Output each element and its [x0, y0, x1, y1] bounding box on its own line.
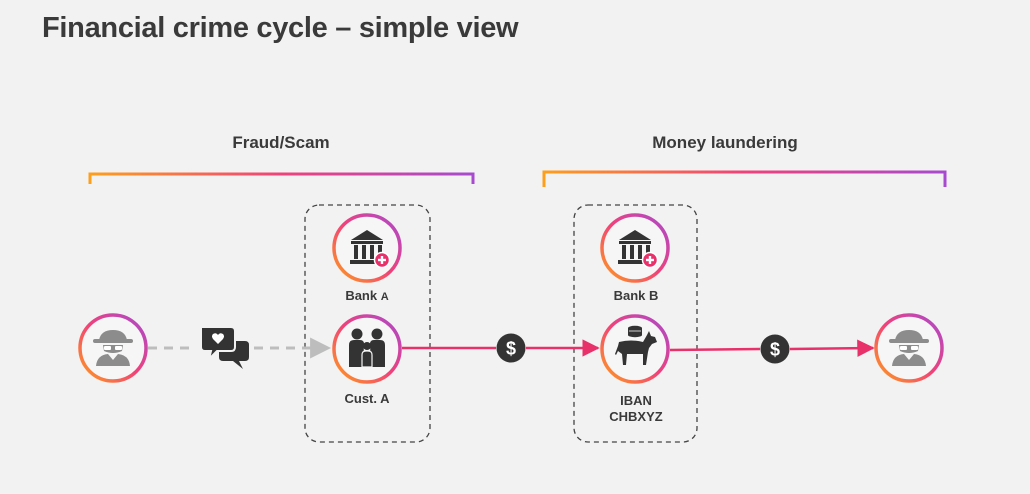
group-box-bank-a: [304, 204, 431, 443]
bank-b-label: Bank B: [613, 288, 659, 303]
svg-text:$: $: [506, 339, 516, 359]
bracket-fraud: [88, 172, 475, 184]
page-title: Financial crime cycle – simple view: [42, 12, 519, 44]
dollar-icon: $: [496, 333, 526, 363]
flow-arrow-to-criminal: [789, 339, 875, 357]
customer-a-label: Cust. A: [344, 391, 390, 406]
customer-a-node: [332, 314, 402, 384]
criminal-end-node: [874, 313, 944, 383]
bank-a-label-suffix: A: [380, 291, 389, 303]
group-box-bank-b: [573, 204, 698, 443]
bank-a-label-name: Bank: [345, 288, 378, 303]
bank-b-node: [600, 213, 670, 283]
money-mule-icon: [615, 325, 657, 365]
section-label-fraud: Fraud/Scam: [232, 133, 330, 152]
section-label-laundering: Money laundering: [652, 133, 798, 152]
iban-label: IBAN CHBXYZ: [576, 393, 696, 425]
family-icon: [349, 328, 385, 368]
iban-node: [600, 314, 670, 384]
svg-text:$: $: [770, 340, 780, 360]
iban-label-line2: CHBXYZ: [609, 409, 663, 424]
bank-a-label: Bank A: [307, 288, 427, 305]
bank-a-node: [332, 213, 402, 283]
iban-label-line1: IBAN: [620, 393, 652, 408]
dollar-icon: $: [760, 334, 790, 364]
criminal-start-node: [78, 313, 148, 383]
bracket-laundering: [542, 170, 947, 187]
chat-heart-icon: [200, 326, 249, 369]
